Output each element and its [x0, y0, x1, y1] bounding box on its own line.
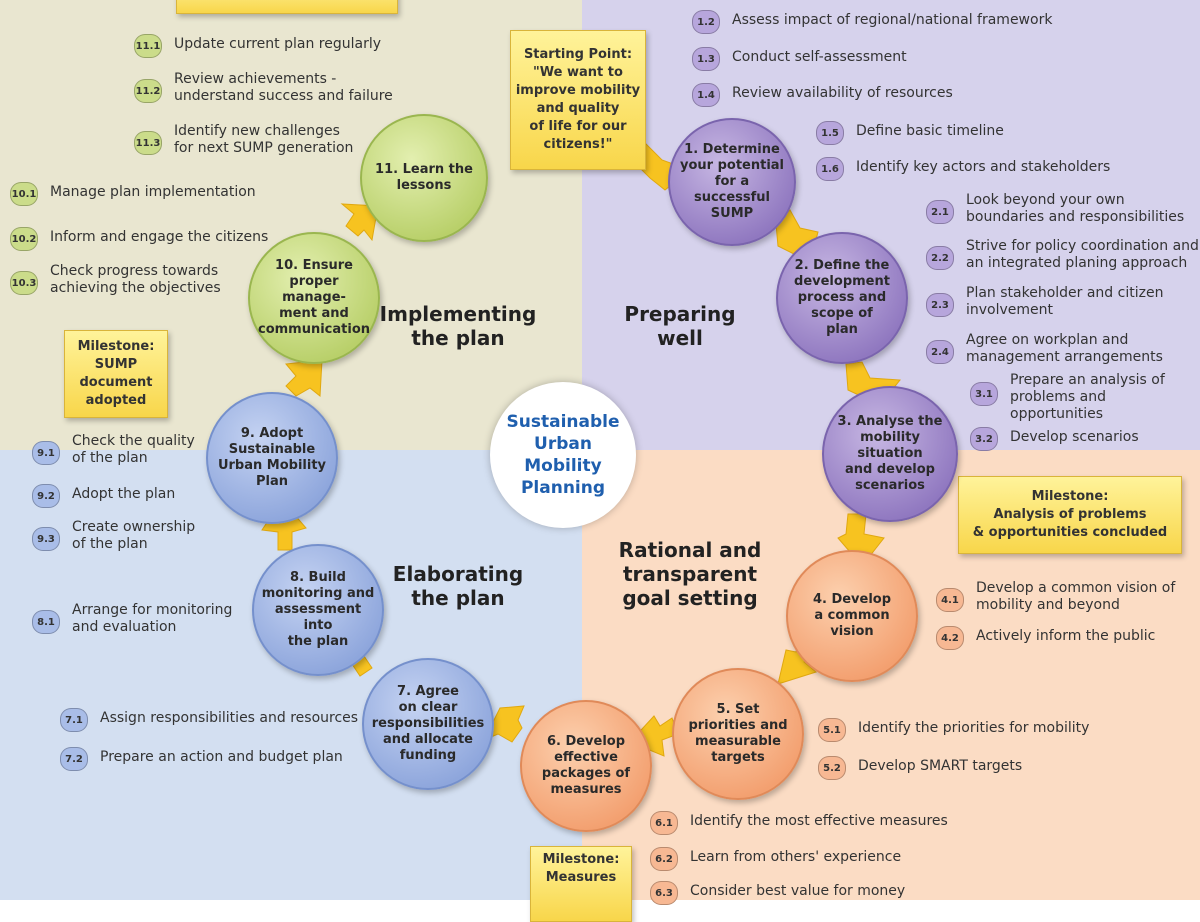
badge-11-2: 11.2 [134, 79, 162, 103]
badge-7-1: 7.1 [60, 708, 88, 732]
badge-10-2: 10.2 [10, 227, 38, 251]
badge-5-1: 5.1 [818, 718, 846, 742]
phase-implementing: Implementing the plan [379, 302, 537, 350]
milestone-top-partial [176, 0, 398, 14]
badge-2-1: 2.1 [926, 200, 954, 224]
milestone-analysis: Milestone: Analysis of problems & opport… [958, 476, 1182, 554]
step-circle-9: 9. Adopt Sustainable Urban Mobility Plan [206, 392, 338, 524]
arrow-9-to-10 [285, 359, 323, 397]
badge-10-3: 10.3 [10, 271, 38, 295]
badge-1-2: 1.2 [692, 10, 720, 34]
badge-1-4: 1.4 [692, 83, 720, 107]
step-circle-7: 7. Agree on clear responsibilities and a… [362, 658, 494, 790]
step-circle-1: 1. Determine your potential for a succes… [668, 118, 796, 246]
step-circle-11: 11. Learn the lessons [360, 114, 488, 242]
starting-point-box: Starting Point: "We want to improve mobi… [510, 30, 646, 170]
step-circle-5: 5. Set priorities and measurable targets [672, 668, 804, 800]
step-circle-3: 3. Analyse the mobility situation and de… [822, 386, 958, 522]
badge-11-3: 11.3 [134, 131, 162, 155]
badge-6-3: 6.3 [650, 881, 678, 905]
badge-9-2: 9.2 [32, 484, 60, 508]
phase-goal-setting: Rational and transparent goal setting [618, 538, 762, 610]
badge-3-2: 3.2 [970, 427, 998, 451]
badge-10-1: 10.1 [10, 182, 38, 206]
step-circle-10: 10. Ensure proper manage- ment and commu… [248, 232, 380, 364]
center-title: Sustainable Urban Mobility Planning [490, 382, 636, 528]
badge-7-2: 7.2 [60, 747, 88, 771]
badge-2-2: 2.2 [926, 246, 954, 270]
badge-4-1: 4.1 [936, 588, 964, 612]
phase-preparing: Preparing well [624, 302, 736, 350]
badge-1-5: 1.5 [816, 121, 844, 145]
step-circle-2: 2. Define the development process and sc… [776, 232, 908, 364]
badge-2-4: 2.4 [926, 340, 954, 364]
badge-6-2: 6.2 [650, 847, 678, 871]
badge-6-1: 6.1 [650, 811, 678, 835]
badge-4-2: 4.2 [936, 626, 964, 650]
badge-11-1: 11.1 [134, 34, 162, 58]
badge-1-3: 1.3 [692, 47, 720, 71]
milestone-measures: Milestone: Measures [530, 846, 632, 922]
step-circle-8: 8. Build monitoring and assessment into … [252, 544, 384, 676]
arrow-10-to-11 [340, 203, 379, 242]
badge-9-3: 9.3 [32, 527, 60, 551]
step-circle-6: 6. Develop effective packages of measure… [520, 700, 652, 832]
badge-1-6: 1.6 [816, 157, 844, 181]
badge-5-2: 5.2 [818, 756, 846, 780]
badge-2-3: 2.3 [926, 293, 954, 317]
badge-9-1: 9.1 [32, 441, 60, 465]
milestone-sump-adopted: Milestone: SUMP document adopted [64, 330, 168, 418]
badge-3-1: 3.1 [970, 382, 998, 406]
step-circle-4: 4. Develop a common vision [786, 550, 918, 682]
badge-8-1: 8.1 [32, 610, 60, 634]
phase-elaborating: Elaborating the plan [392, 562, 524, 610]
